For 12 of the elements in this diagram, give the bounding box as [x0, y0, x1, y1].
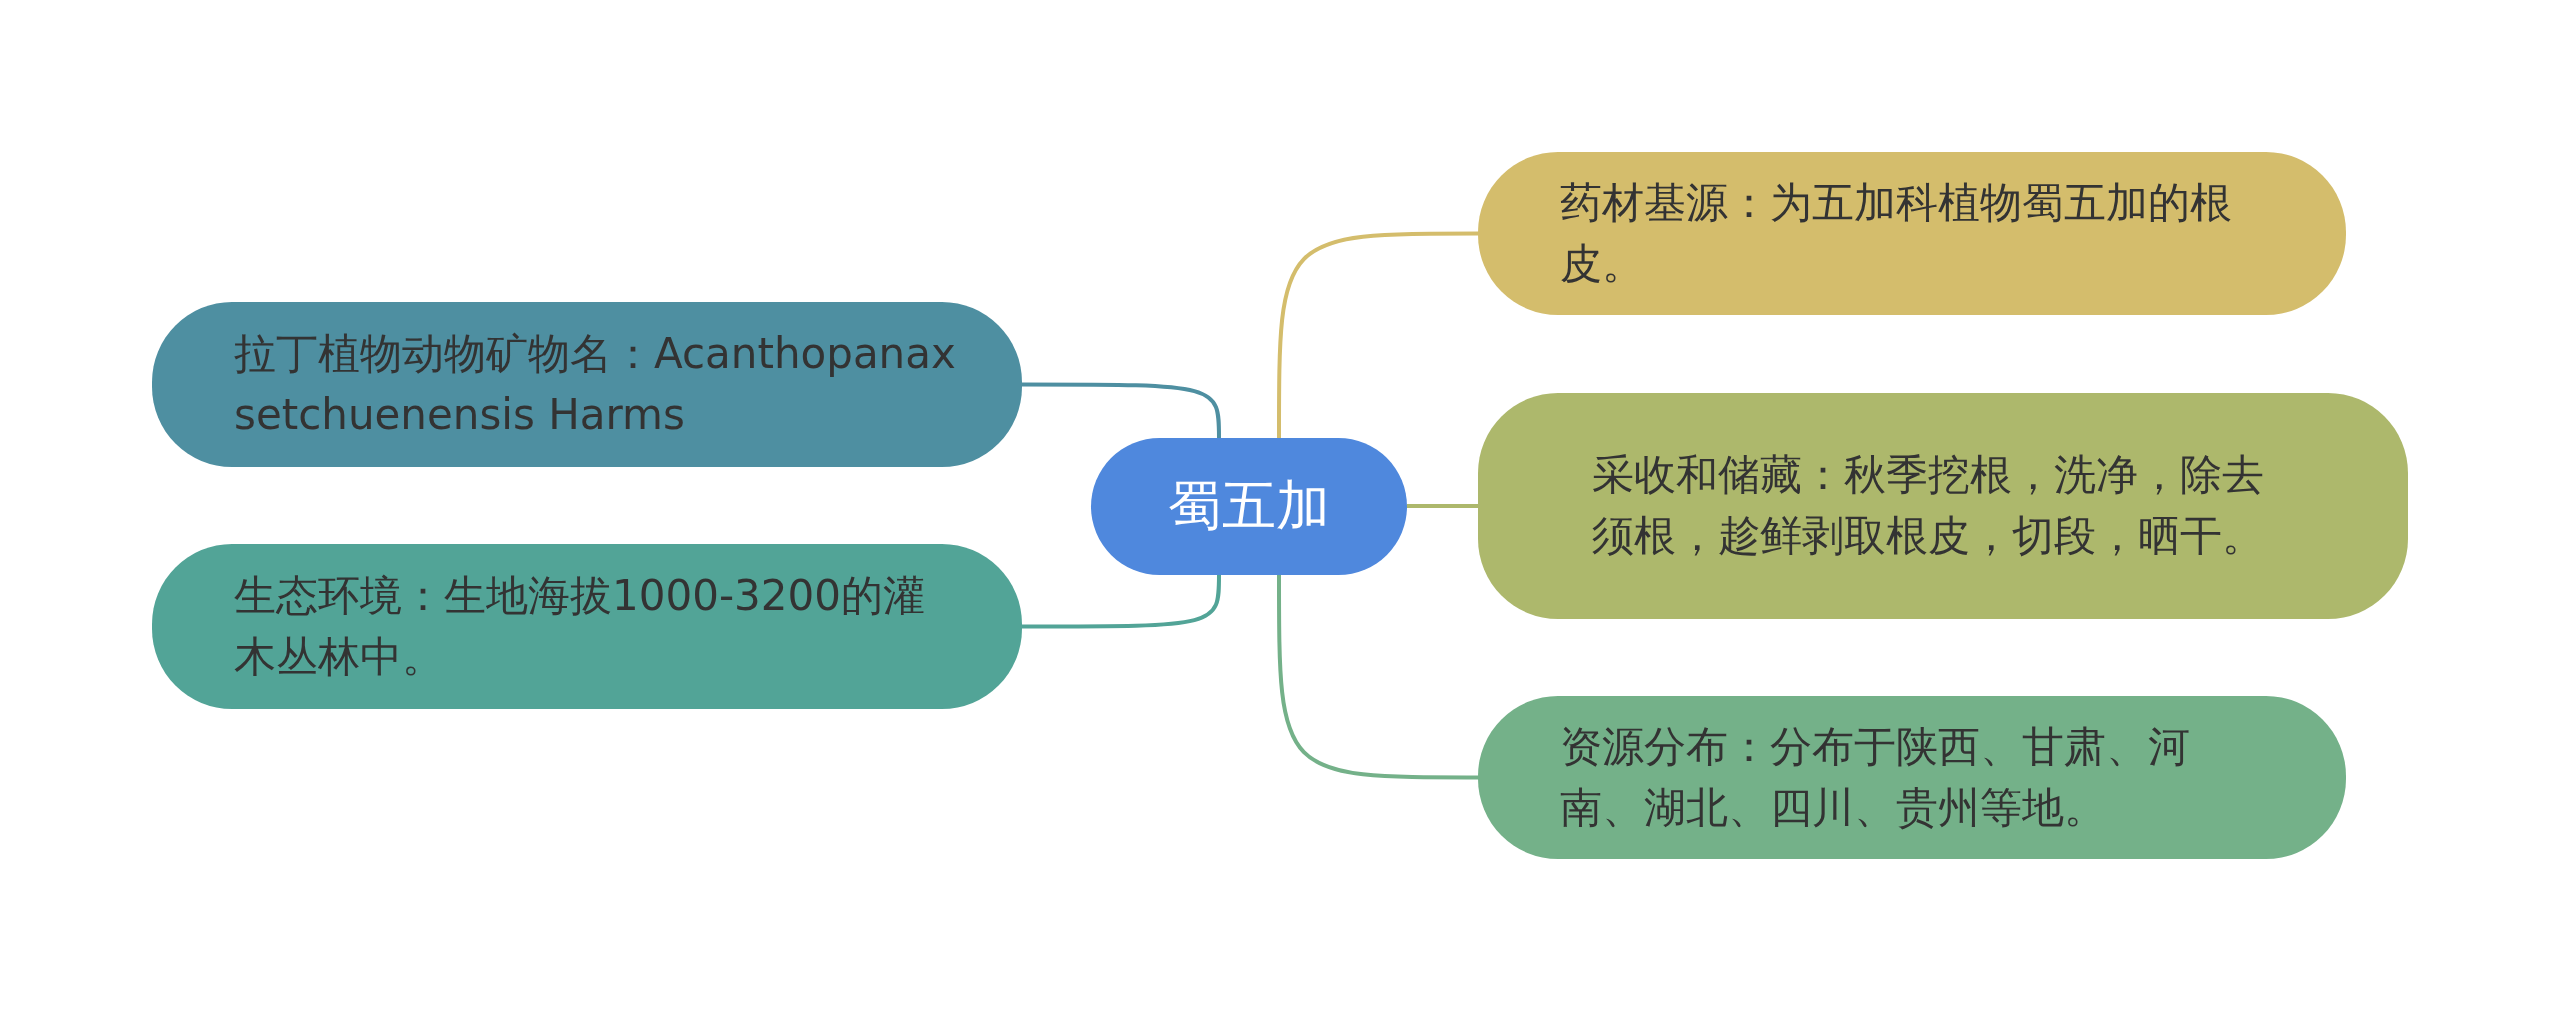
connector: [1277, 231, 1478, 438]
connector: [1022, 382, 1221, 439]
topic-node: [1478, 393, 2408, 619]
connector: [1022, 574, 1221, 629]
node-text: 生态环境：生地海拔1000-3200的灌木丛林中。: [234, 569, 926, 683]
node-text: 拉丁植物动物矿物名：Acanthopanax setchuenensis Harms: [234, 327, 957, 441]
connector: [1277, 575, 1478, 780]
node-text: 蜀五加: [1168, 473, 1330, 540]
node-text: 采收和储藏：秋季挖根，洗净，除去须根，趁鲜剥取根皮，切段，晒干。: [1592, 449, 2265, 562]
connector: [1407, 504, 1478, 508]
node-text: 资源分布：分布于陕西、甘肃、河南、湖北、四川、贵州等地。: [1560, 720, 2191, 834]
node-text: 药材基源：为五加科植物蜀五加的根皮。: [1560, 176, 2233, 290]
